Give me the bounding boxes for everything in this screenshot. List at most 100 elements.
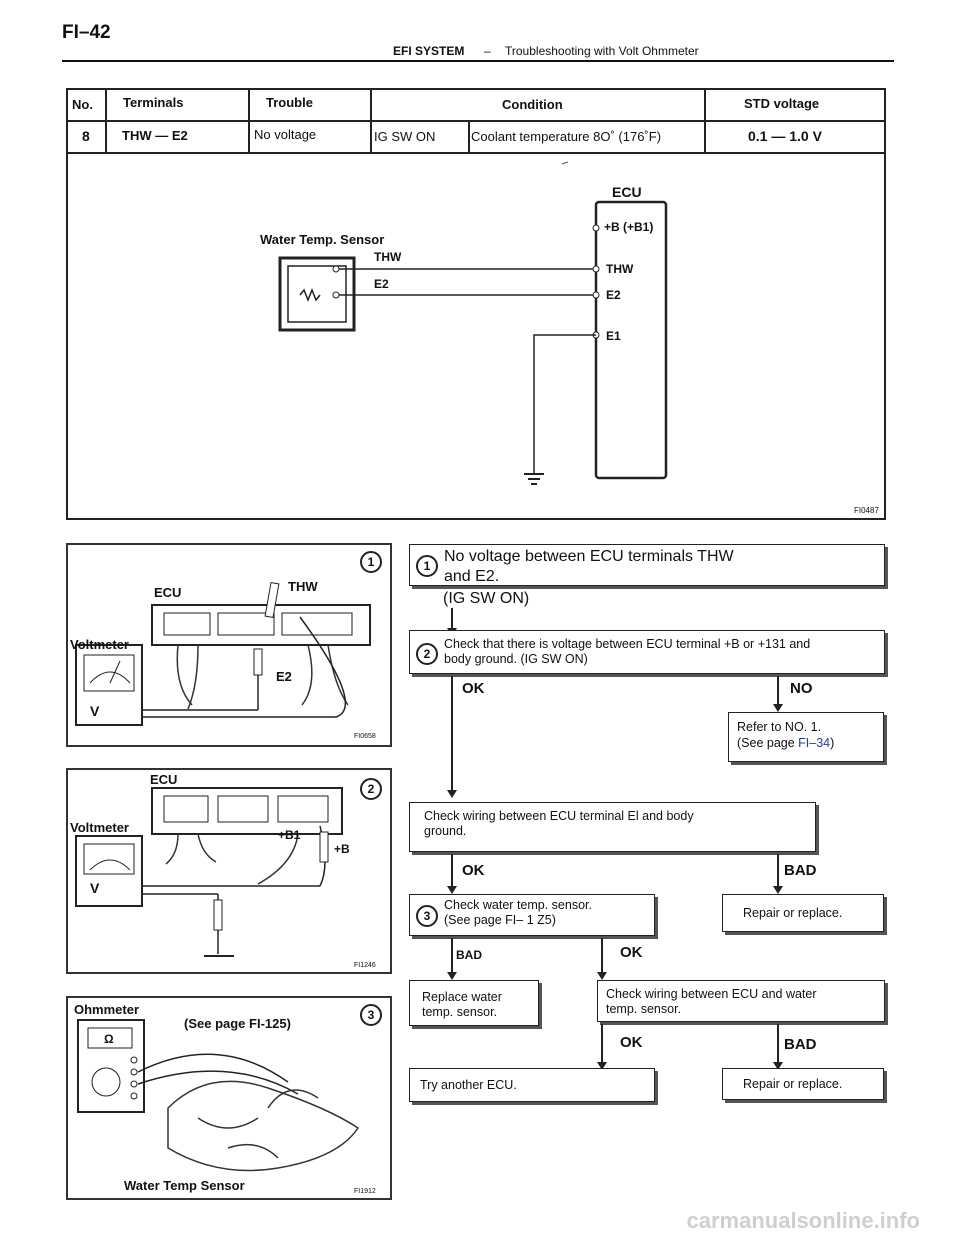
flow-step-1-badge: 1: [416, 555, 438, 577]
ok-label-4: OK: [620, 1034, 643, 1051]
figure-1-badge: 1: [360, 551, 382, 573]
row-terminals: THW — E2: [122, 128, 188, 143]
flow-step-1-line1: No voltage between ECU terminals THW: [444, 548, 734, 565]
figure-3-see-page: (See page FI-125): [184, 1016, 291, 1031]
flow-wiring-sensor: Check wiring between ECU and water temp.…: [597, 980, 885, 1022]
arrow-2-no: [773, 676, 783, 712]
ecu-pin-e1: E1: [606, 329, 621, 343]
figure-3-ohmmeter-label: Ohmmeter: [74, 1002, 140, 1017]
arrow-3-bad: [447, 938, 457, 980]
arrow-2-ok: [447, 676, 457, 798]
flow-step-1-line2: and E2.: [444, 568, 500, 585]
row-no: 8: [82, 128, 90, 144]
refer-line1: Refer to NO. 1.: [737, 720, 822, 734]
ecu-pin-thw: THW: [606, 262, 634, 276]
wiring-sensor-line2: temp. sensor.: [606, 1002, 682, 1016]
figure-2-code: FI1246: [354, 962, 376, 969]
figure-2-badge: 2: [360, 778, 382, 800]
flow-wiring-ground: Check wiring between ECU terminal El and…: [409, 802, 816, 852]
refer-box: Refer to NO. 1. (See page FI–34): [728, 712, 884, 762]
ok-label-2: OK: [462, 862, 485, 879]
flow-step-2-line2: body ground. (IG SW ON): [444, 652, 588, 666]
try-ecu-box: Try another ECU.: [409, 1068, 655, 1102]
sensor-thw-label: THW: [374, 250, 402, 264]
wiring-ground-line2: ground.: [424, 824, 467, 838]
section-title: EFI SYSTEM: [393, 44, 465, 58]
arrow-wiring-ok: [447, 854, 457, 894]
arrow-sensor-bad: [773, 1024, 783, 1070]
arrow-3-ok: [597, 938, 607, 980]
flow-step-2: 2 Check that there is voltage between EC…: [409, 630, 885, 674]
figure-1-thw: THW: [288, 579, 318, 594]
flow-step-2-badge: 2: [416, 643, 438, 665]
bad-label-2: BAD: [456, 948, 482, 962]
flow-step-3: 3 Check water temp. sensor. (See page FI…: [409, 894, 655, 936]
row-trouble: No voltage: [254, 127, 317, 142]
figure-1-e2: E2: [276, 669, 292, 684]
ecu-label: ECU: [612, 184, 642, 200]
figure-1-ecu: ECU: [154, 585, 182, 600]
header-rule: [62, 60, 894, 62]
flow-step-1: 1 No voltage between ECU terminals THW a…: [409, 544, 885, 586]
header-separator: –: [484, 44, 491, 58]
repair-text-2: Repair or replace.: [743, 1077, 843, 1091]
replace-line1: Replace water: [422, 990, 502, 1004]
arrow-sensor-ok: [597, 1024, 607, 1070]
refer-link[interactable]: FI–34: [798, 736, 831, 750]
figure-3-sensor-label: Water Temp Sensor: [124, 1178, 245, 1193]
refer-line2: (See page FI–34): [737, 736, 835, 750]
figure-1-v: V: [90, 703, 100, 719]
try-ecu-text: Try another ECU.: [420, 1078, 517, 1092]
figure-2-voltmeter: 2 ECU Voltmeter +B1 +B V FI1246: [66, 768, 392, 974]
page-number: FI–42: [62, 22, 111, 43]
section-subtitle: Troubleshooting with Volt Ohmmeter: [505, 44, 699, 58]
figure-2-b1: +B1: [278, 828, 301, 842]
sensor-e2-label: E2: [374, 277, 389, 291]
figure-1-voltmeter: 1 ECU THW Voltmeter E2 V FI0658: [66, 543, 392, 747]
flow-step-2-line1: Check that there is voltage between ECU …: [444, 637, 811, 651]
sensor-label: Water Temp. Sensor: [260, 232, 385, 247]
wiring-sensor-line1: Check wiring between ECU and water: [606, 987, 817, 1001]
repair-box-2: Repair or replace.: [722, 1068, 884, 1100]
repair-text-1: Repair or replace.: [743, 906, 843, 920]
wiring-ground-line1: Check wiring between ECU terminal El and…: [424, 809, 694, 823]
col-condition: Condition: [502, 97, 563, 112]
figure-1-voltmeter-label: Voltmeter: [70, 637, 129, 652]
flow-step-1-line3: (IG SW ON): [443, 590, 530, 607]
watermark: carmanualsonline.info: [686, 1208, 921, 1233]
flow-step-3-line2: (See page FI– 1 Z5): [444, 913, 556, 927]
figure-3-ohm-symbol: Ω: [104, 1032, 114, 1046]
repair-box-1: Repair or replace.: [722, 894, 884, 932]
figure-2-b: +B: [334, 842, 350, 856]
replace-line2: temp. sensor.: [422, 1005, 498, 1019]
fig-code: FI0487: [854, 506, 879, 515]
ok-label-3: OK: [620, 944, 643, 961]
flow-step-3-badge: 3: [416, 905, 438, 927]
col-trouble: Trouble: [266, 95, 313, 110]
col-std-voltage: STD voltage: [744, 96, 820, 111]
flow-step-3-line1: Check water temp. sensor.: [444, 898, 592, 912]
wiring-diagram: [278, 161, 668, 485]
replace-box: Replace water temp. sensor.: [409, 980, 539, 1026]
figure-2-v: V: [90, 880, 100, 896]
col-terminals: Terminals: [123, 95, 184, 110]
figure-2-voltmeter-label: Voltmeter: [70, 820, 129, 835]
figure-3-badge: 3: [360, 1004, 382, 1026]
col-no: No.: [72, 97, 93, 112]
bad-label-3: BAD: [784, 1036, 817, 1053]
figure-2-ecu: ECU: [150, 772, 178, 787]
ecu-pin-b: +B (+B1): [604, 220, 654, 234]
arrow-1-2: [447, 608, 457, 636]
figure-3-code: FI1912: [354, 1188, 376, 1195]
spec-table: No. Terminals Trouble Condition STD volt…: [66, 88, 886, 520]
row-condition-coolant: Coolant temperature 8O˚ (176˚F): [471, 129, 662, 144]
bad-label-1: BAD: [784, 862, 817, 879]
no-label-1: NO: [790, 680, 813, 697]
row-std-voltage: 0.1 — 1.0 V: [748, 128, 822, 144]
figure-1-code: FI0658: [354, 733, 376, 740]
arrow-wiring-bad: [773, 854, 783, 894]
row-condition-ig: IG SW ON: [374, 129, 436, 144]
ecu-pin-e2: E2: [606, 288, 621, 302]
ok-label-1: OK: [462, 680, 485, 697]
figure-3-ohmmeter: 3 Ohmmeter Ω (See page FI-125) Water Tem…: [66, 996, 392, 1200]
